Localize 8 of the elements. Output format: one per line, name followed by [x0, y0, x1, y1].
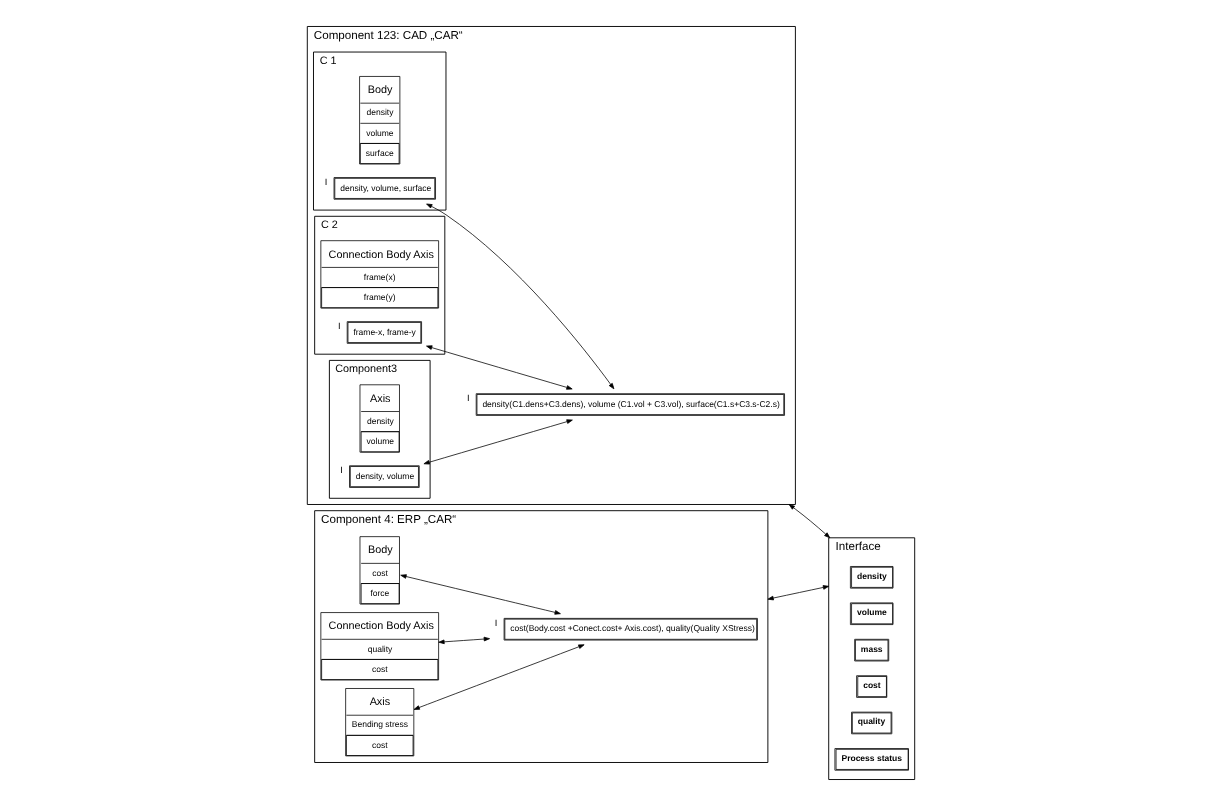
arrow [400, 574, 561, 615]
arrow [413, 644, 585, 710]
arrow [426, 203, 615, 390]
arrow [438, 636, 490, 645]
arrow [423, 419, 573, 465]
arrow [426, 345, 573, 390]
arrow [788, 504, 831, 539]
arrow [767, 585, 830, 601]
